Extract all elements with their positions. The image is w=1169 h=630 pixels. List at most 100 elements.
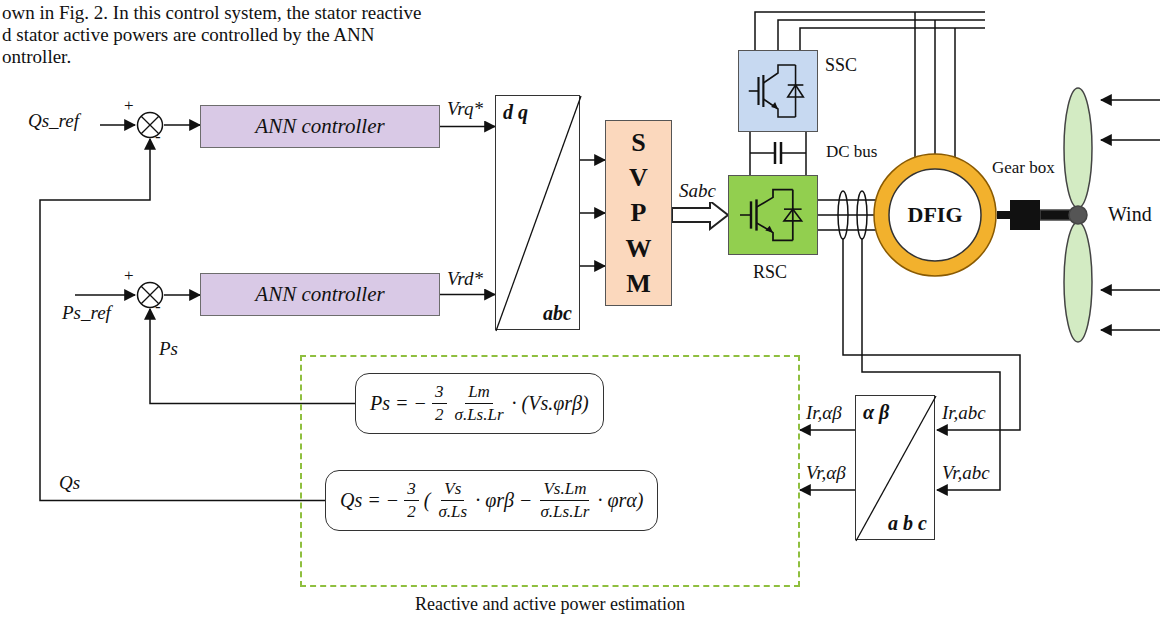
formula-term: · (Vs.φrβ) [512, 392, 589, 415]
wind-arrows [1101, 329, 1160, 331]
wind-arrows [1101, 289, 1160, 291]
fraction: Vsσ.Ls [435, 479, 470, 522]
fraction-numerator: 3 [432, 382, 447, 404]
fraction: Lmσ.Ls.Lr [452, 382, 507, 425]
sign-label: - [155, 128, 161, 145]
turbine [1064, 222, 1092, 342]
formula-term: − [386, 489, 400, 512]
signal-label: Sabc [678, 180, 717, 202]
connector [580, 159, 605, 161]
grid-wires [954, 28, 956, 158]
igbt-symbol [739, 51, 817, 131]
frame-label: d q [503, 101, 528, 123]
formula-term: Qs = [340, 489, 381, 512]
wind-arrows [1101, 99, 1160, 101]
formula-term: ( [424, 489, 431, 512]
wind-arrows [1101, 100, 1160, 330]
annotation-label: Vr,abc [942, 462, 990, 484]
annotation-label: Wind [1108, 203, 1152, 226]
igbt-symbol [749, 90, 759, 92]
generator-ring [889, 169, 981, 261]
fraction-denominator: σ.Ls [435, 501, 470, 522]
grid-wires [914, 12, 916, 160]
grid-wires [778, 20, 985, 50]
signal-label: Vrd* [446, 268, 484, 290]
grid-wires [934, 20, 936, 154]
fraction-denominator: σ.Ls.Lr [452, 404, 507, 425]
summing-junction: +- [136, 111, 164, 139]
frame-label: a b c [888, 512, 927, 534]
igbt-symbol [763, 99, 795, 117]
connector [818, 214, 874, 216]
transform-diagonal [496, 96, 579, 329]
fraction: 32 [432, 382, 447, 425]
reference-arrows [75, 125, 135, 295]
igbt-symbol [740, 190, 802, 241]
igbt-symbol [788, 85, 804, 97]
dc-bus-capacitor [750, 152, 774, 154]
annotation-label: own in Fig. 2. In this control system, t… [2, 2, 422, 24]
fraction-denominator: 2 [404, 501, 419, 522]
connector [164, 294, 200, 296]
dc-bus-capacitor [782, 152, 806, 154]
converter-label: SSC [825, 55, 857, 76]
grid-wires [800, 28, 985, 50]
current-voltage-sensors [838, 191, 848, 239]
fraction: Vs.Lmσ.Ls.Lr [537, 479, 592, 522]
rotor-side-converter: RSC [728, 175, 818, 255]
power-estimation-group: Reactive and active power estimationPs =… [300, 355, 800, 620]
turbine [1064, 88, 1092, 208]
alpha-beta-transform: α β a b c [855, 395, 935, 540]
igbt-symbol [784, 209, 802, 221]
dfig-machine: DFIG [873, 153, 997, 277]
converter-label: RSC [753, 262, 787, 283]
wind-arrows [1101, 139, 1160, 141]
grid-side-converter: SSC [738, 50, 818, 132]
connector [40, 139, 325, 501]
gearbox-label: Gear box [992, 158, 1055, 178]
dc-bus-capacitor [774, 142, 777, 164]
igbt-symbol [755, 199, 757, 230]
signal-label: Ir,αβ [805, 402, 843, 424]
active-power-formula: Ps =−32Lmσ.Ls.Lr· (Vs.φrβ) [355, 373, 604, 434]
frame-label: α β [863, 401, 889, 423]
fraction-numerator: Vs.Lm [540, 479, 589, 501]
block-label: ANN controller [255, 114, 384, 139]
igbt-symbol [763, 65, 795, 83]
igbt-symbol [757, 190, 793, 208]
transform-diagonal [496, 96, 581, 331]
fraction-denominator: 2 [432, 404, 447, 425]
reactive-power-formula: Qs =−32(Vsσ.Ls· φrβ −Vs.Lmσ.Ls.Lr· φrα) [325, 470, 658, 531]
igbt-symbol [771, 102, 778, 109]
signal-label: Vrq* [446, 98, 484, 120]
turbine [1040, 210, 1072, 220]
formula-term: − [414, 392, 428, 415]
generator-ring [874, 154, 996, 276]
fraction: 32 [404, 479, 419, 522]
current-voltage-sensors [857, 191, 867, 239]
block-label: S V P W M [624, 125, 654, 300]
formula-term: · φrβ − [475, 489, 532, 512]
signal-label: Qs [58, 472, 81, 494]
dc-bus-capacitor [780, 142, 783, 164]
connector [672, 201, 728, 229]
fraction-numerator: Lm [465, 382, 493, 404]
fraction-numerator: 3 [404, 479, 419, 501]
transform-diagonal [856, 396, 936, 541]
frame-label: abc [543, 302, 572, 324]
turbine [1040, 88, 1092, 342]
svpwm-block: S V P W M [605, 120, 672, 306]
fraction-denominator: σ.Ls.Lr [537, 501, 592, 522]
igbt-symbol [757, 77, 759, 105]
ann-controller: ANN controller [200, 105, 440, 148]
connector [440, 126, 495, 128]
connector [800, 429, 855, 431]
signal-label: Ps [158, 338, 179, 360]
dq-abc-transform: d q abc [495, 95, 580, 330]
ann-controller: ANN controller [200, 273, 440, 316]
igbt-symbol [750, 201, 752, 228]
sign-label: - [155, 298, 161, 315]
